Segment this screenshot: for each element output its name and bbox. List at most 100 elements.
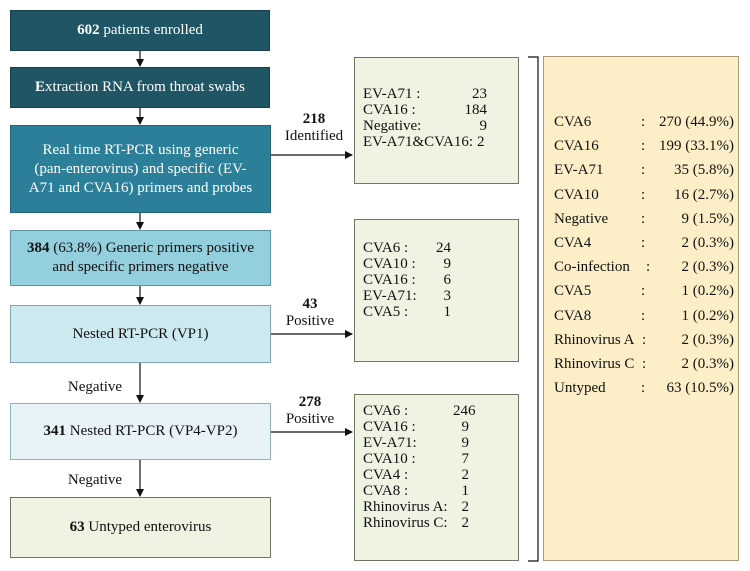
result-row: CVA16 : 9 xyxy=(363,419,510,435)
result-value: 1 xyxy=(461,483,470,499)
result-value: 2 xyxy=(461,515,470,531)
result-row: CVA16 : 184 xyxy=(363,102,510,118)
positive2-text: Positive xyxy=(285,411,335,427)
result-value: 7 xyxy=(461,451,470,467)
result-value: 24 xyxy=(436,240,451,256)
summary-value: 2 (0.3%) xyxy=(681,259,735,276)
result-row: CVA4 :2 xyxy=(363,467,510,483)
summary-name: CVA10 xyxy=(554,186,599,203)
result-value: 184 xyxy=(464,102,488,118)
summary-value: 63 (10.5%) xyxy=(666,380,735,397)
summary-value: 199 (33.1%) xyxy=(659,138,734,155)
summary-name: EV-A71 xyxy=(554,162,604,179)
summary-colon: : xyxy=(641,283,646,300)
summary-row: Rhinovirus C: 2 (0.3%) xyxy=(554,355,734,373)
summary-name: CVA6 xyxy=(554,114,592,130)
summary-colon: : xyxy=(642,356,647,372)
result-value: 3 xyxy=(443,288,452,304)
summary-colon: : xyxy=(641,162,646,179)
result-row: CVA10 :7 xyxy=(363,451,510,467)
positive2-label: 278 Positive xyxy=(272,394,348,428)
summary-row: CVA4: 2 (0.3%) xyxy=(554,234,734,252)
enrolled-text: patients enrolled xyxy=(99,22,203,38)
summary-name: CVA5 xyxy=(554,283,592,300)
result-value: 23 xyxy=(472,86,487,102)
generic-text-1: (63.8%) Generic primers positive xyxy=(49,240,255,256)
positive1-label: 43 Positive xyxy=(272,296,348,330)
identified-text: Identified xyxy=(284,128,344,144)
summary-name: Rhinovirus C xyxy=(554,356,635,372)
extraction-box: Extraction RNA from throat swabs xyxy=(10,67,270,108)
summary-colon: : xyxy=(641,380,646,397)
result-value: 2 xyxy=(477,134,485,150)
summary-value: 2 (0.3%) xyxy=(681,235,735,251)
negative2-text: Negative xyxy=(67,472,123,488)
summary-row: CVA10:16 (2.7%) xyxy=(554,186,734,204)
result-value: 2 xyxy=(461,467,470,483)
result-row: CVA6 :246 xyxy=(363,403,510,419)
result-name: CVA10 : xyxy=(363,256,416,272)
result-name: EV-A71 : xyxy=(363,86,421,102)
result-name: EV-A71: xyxy=(363,288,417,304)
result-row: EV-A71 : 23 xyxy=(363,86,510,102)
summary-name: Co-infection xyxy=(554,259,630,276)
untyped-count: 63 xyxy=(69,519,85,535)
summary-row: Rhinovirus A:2 (0.3%) xyxy=(554,331,734,349)
result-value: 9 xyxy=(461,435,470,451)
result-row: CVA16 :6 xyxy=(363,272,510,288)
result-name: CVA5 : xyxy=(363,304,409,320)
generic-count: 384 xyxy=(26,240,50,256)
result-name: Rhinovirus A: xyxy=(363,499,448,515)
result-name: CVA6 : xyxy=(363,240,409,256)
summary-name: CVA4 xyxy=(554,235,592,251)
identified-label: 218 Identified xyxy=(276,111,352,145)
positive2-count: 278 xyxy=(298,394,322,410)
negative1-label: Negative xyxy=(60,379,130,396)
summary-colon: : xyxy=(641,186,646,203)
summary-name: CVA8 xyxy=(554,307,592,324)
result-row: EV-A71:9 xyxy=(363,435,510,451)
result-name: CVA16 : xyxy=(363,419,416,435)
positive1-count: 43 xyxy=(302,296,318,312)
summary-row: CVA8:1 (0.2%) xyxy=(554,307,734,325)
nested1-box: Nested RT-PCR (VP1) xyxy=(10,305,271,363)
rtpcr-line-2: (pan-enterovirus) and specific (EV- xyxy=(34,160,247,177)
result-value: 2 xyxy=(461,499,470,515)
rtpcr-line-1: Real time RT-PCR using generic xyxy=(42,141,239,158)
result-name: CVA8 : xyxy=(363,483,409,499)
enrolled-count: 602 xyxy=(77,22,100,38)
summary-colon: : xyxy=(641,138,646,155)
result-row: Rhinovirus A: 2 xyxy=(363,499,510,515)
untyped-box: 63 Untyped enterovirus xyxy=(10,497,271,558)
summary-row: Co-infection: 2 (0.3%) xyxy=(554,258,734,276)
summary-row: Negative:9 (1.5%) xyxy=(554,210,734,228)
result-row: EV-A71: 3 xyxy=(363,288,510,304)
nested1-text: Nested RT-PCR (VP1) xyxy=(72,325,209,342)
summary-row: CVA5:1 (0.2%) xyxy=(554,282,734,300)
result-row: CVA10 : 9 xyxy=(363,256,510,272)
positive1-text: Positive xyxy=(285,313,335,329)
result-name: Negative: xyxy=(363,118,422,134)
summary-bracket xyxy=(528,56,539,562)
summary-value: 2 (0.3%) xyxy=(681,356,735,372)
result-value: 1 xyxy=(443,304,452,320)
result-value: 6 xyxy=(443,272,452,288)
nested2-count: 341 xyxy=(43,423,67,439)
result-name: CVA16 : xyxy=(363,102,416,118)
summary-value: 9 (1.5%) xyxy=(681,210,735,227)
result-row: Rhinovirus C:2 xyxy=(363,515,510,531)
summary-row: CVA16:199 (33.1%) xyxy=(554,137,734,155)
result-value: 9 xyxy=(461,419,470,435)
summary-colon: : xyxy=(641,307,646,324)
result-value: 9 xyxy=(443,256,452,272)
generic-text-2: and specific primers negative xyxy=(52,259,229,275)
summary-row: EV-A71:35 (5.8%) xyxy=(554,161,734,179)
summary-colon: : xyxy=(646,259,651,276)
rtpcr-box: Real time RT-PCR using generic (pan-ente… xyxy=(10,125,271,213)
summary-colon: : xyxy=(641,235,646,251)
